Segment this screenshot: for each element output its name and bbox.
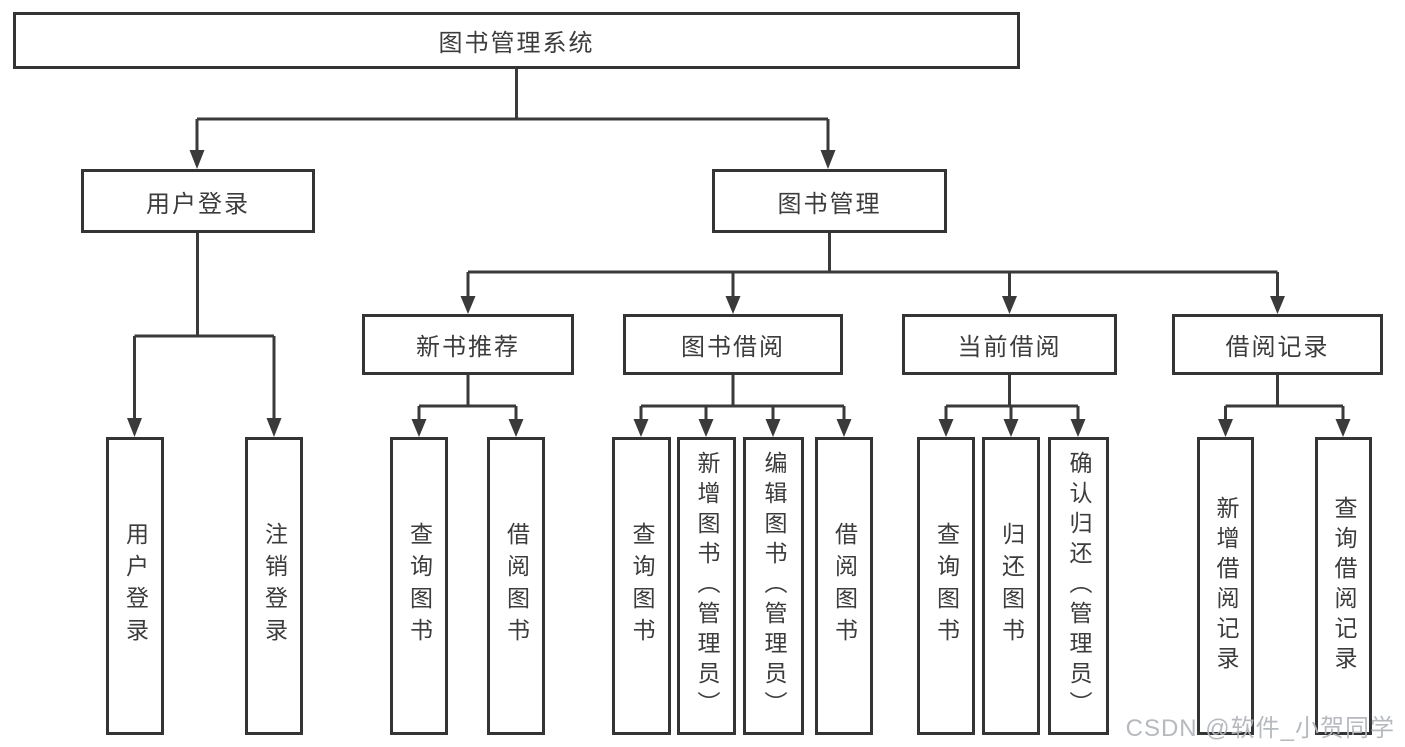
leaf-label: 归还图书 (998, 522, 1025, 650)
leaf-borrow-books-borrowing: 借阅图书 (815, 437, 873, 735)
leaf-user-login: 用户登录 (106, 437, 164, 735)
leaf-label: 注销登录 (261, 522, 288, 650)
leaf-label: 查询图书 (406, 522, 433, 650)
leaf-edit-book-admin: 编辑图书（管理员） (743, 437, 804, 735)
node-book-management: 图书管理 (712, 169, 947, 233)
leaf-label: 编辑图书（管理员） (761, 451, 787, 721)
leaf-query-books-current: 查询图书 (917, 437, 975, 735)
leaf-label: 查询借阅记录 (1331, 496, 1357, 676)
leaf-confirm-return-admin: 确认归还（管理员） (1048, 437, 1109, 735)
node-library-management-system: 图书管理系统 (13, 12, 1020, 69)
leaf-query-books-borrowing: 查询图书 (612, 437, 671, 735)
node-current-borrowing: 当前借阅 (902, 314, 1117, 375)
leaf-label: 借阅图书 (503, 522, 530, 650)
leaf-return-books: 归还图书 (982, 437, 1040, 735)
leaf-query-borrow-record: 查询借阅记录 (1315, 437, 1372, 735)
leaf-label: 查询图书 (933, 522, 960, 650)
node-label: 当前借阅 (957, 334, 1062, 361)
leaf-add-book-admin: 新增图书（管理员） (677, 437, 736, 735)
node-label: 图书管理 (777, 190, 882, 218)
leaf-label: 借阅图书 (831, 522, 858, 650)
watermark: CSDN @软件_小贺同学 (1125, 715, 1395, 742)
leaf-add-borrow-record: 新增借阅记录 (1197, 437, 1254, 735)
node-new-book-recommendation: 新书推荐 (362, 314, 574, 375)
leaf-logout: 注销登录 (245, 437, 303, 735)
leaf-query-books-recommend: 查询图书 (390, 437, 448, 735)
leaf-label: 用户登录 (122, 522, 149, 650)
leaf-label: 查询图书 (629, 522, 655, 650)
node-borrowing-records: 借阅记录 (1172, 314, 1383, 375)
node-label: 图书借阅 (681, 334, 785, 361)
node-label: 用户登录 (146, 190, 250, 218)
node-label: 图书管理系统 (438, 30, 595, 57)
leaf-borrow-books-recommend: 借阅图书 (487, 437, 545, 735)
leaf-label: 确认归还（管理员） (1066, 451, 1092, 721)
node-user-login: 用户登录 (81, 169, 315, 233)
node-book-borrowing: 图书借阅 (623, 314, 843, 375)
leaf-label: 新增图书（管理员） (694, 451, 720, 721)
leaf-label: 新增借阅记录 (1213, 496, 1239, 676)
node-label: 新书推荐 (416, 334, 520, 361)
node-label: 借阅记录 (1225, 334, 1330, 361)
